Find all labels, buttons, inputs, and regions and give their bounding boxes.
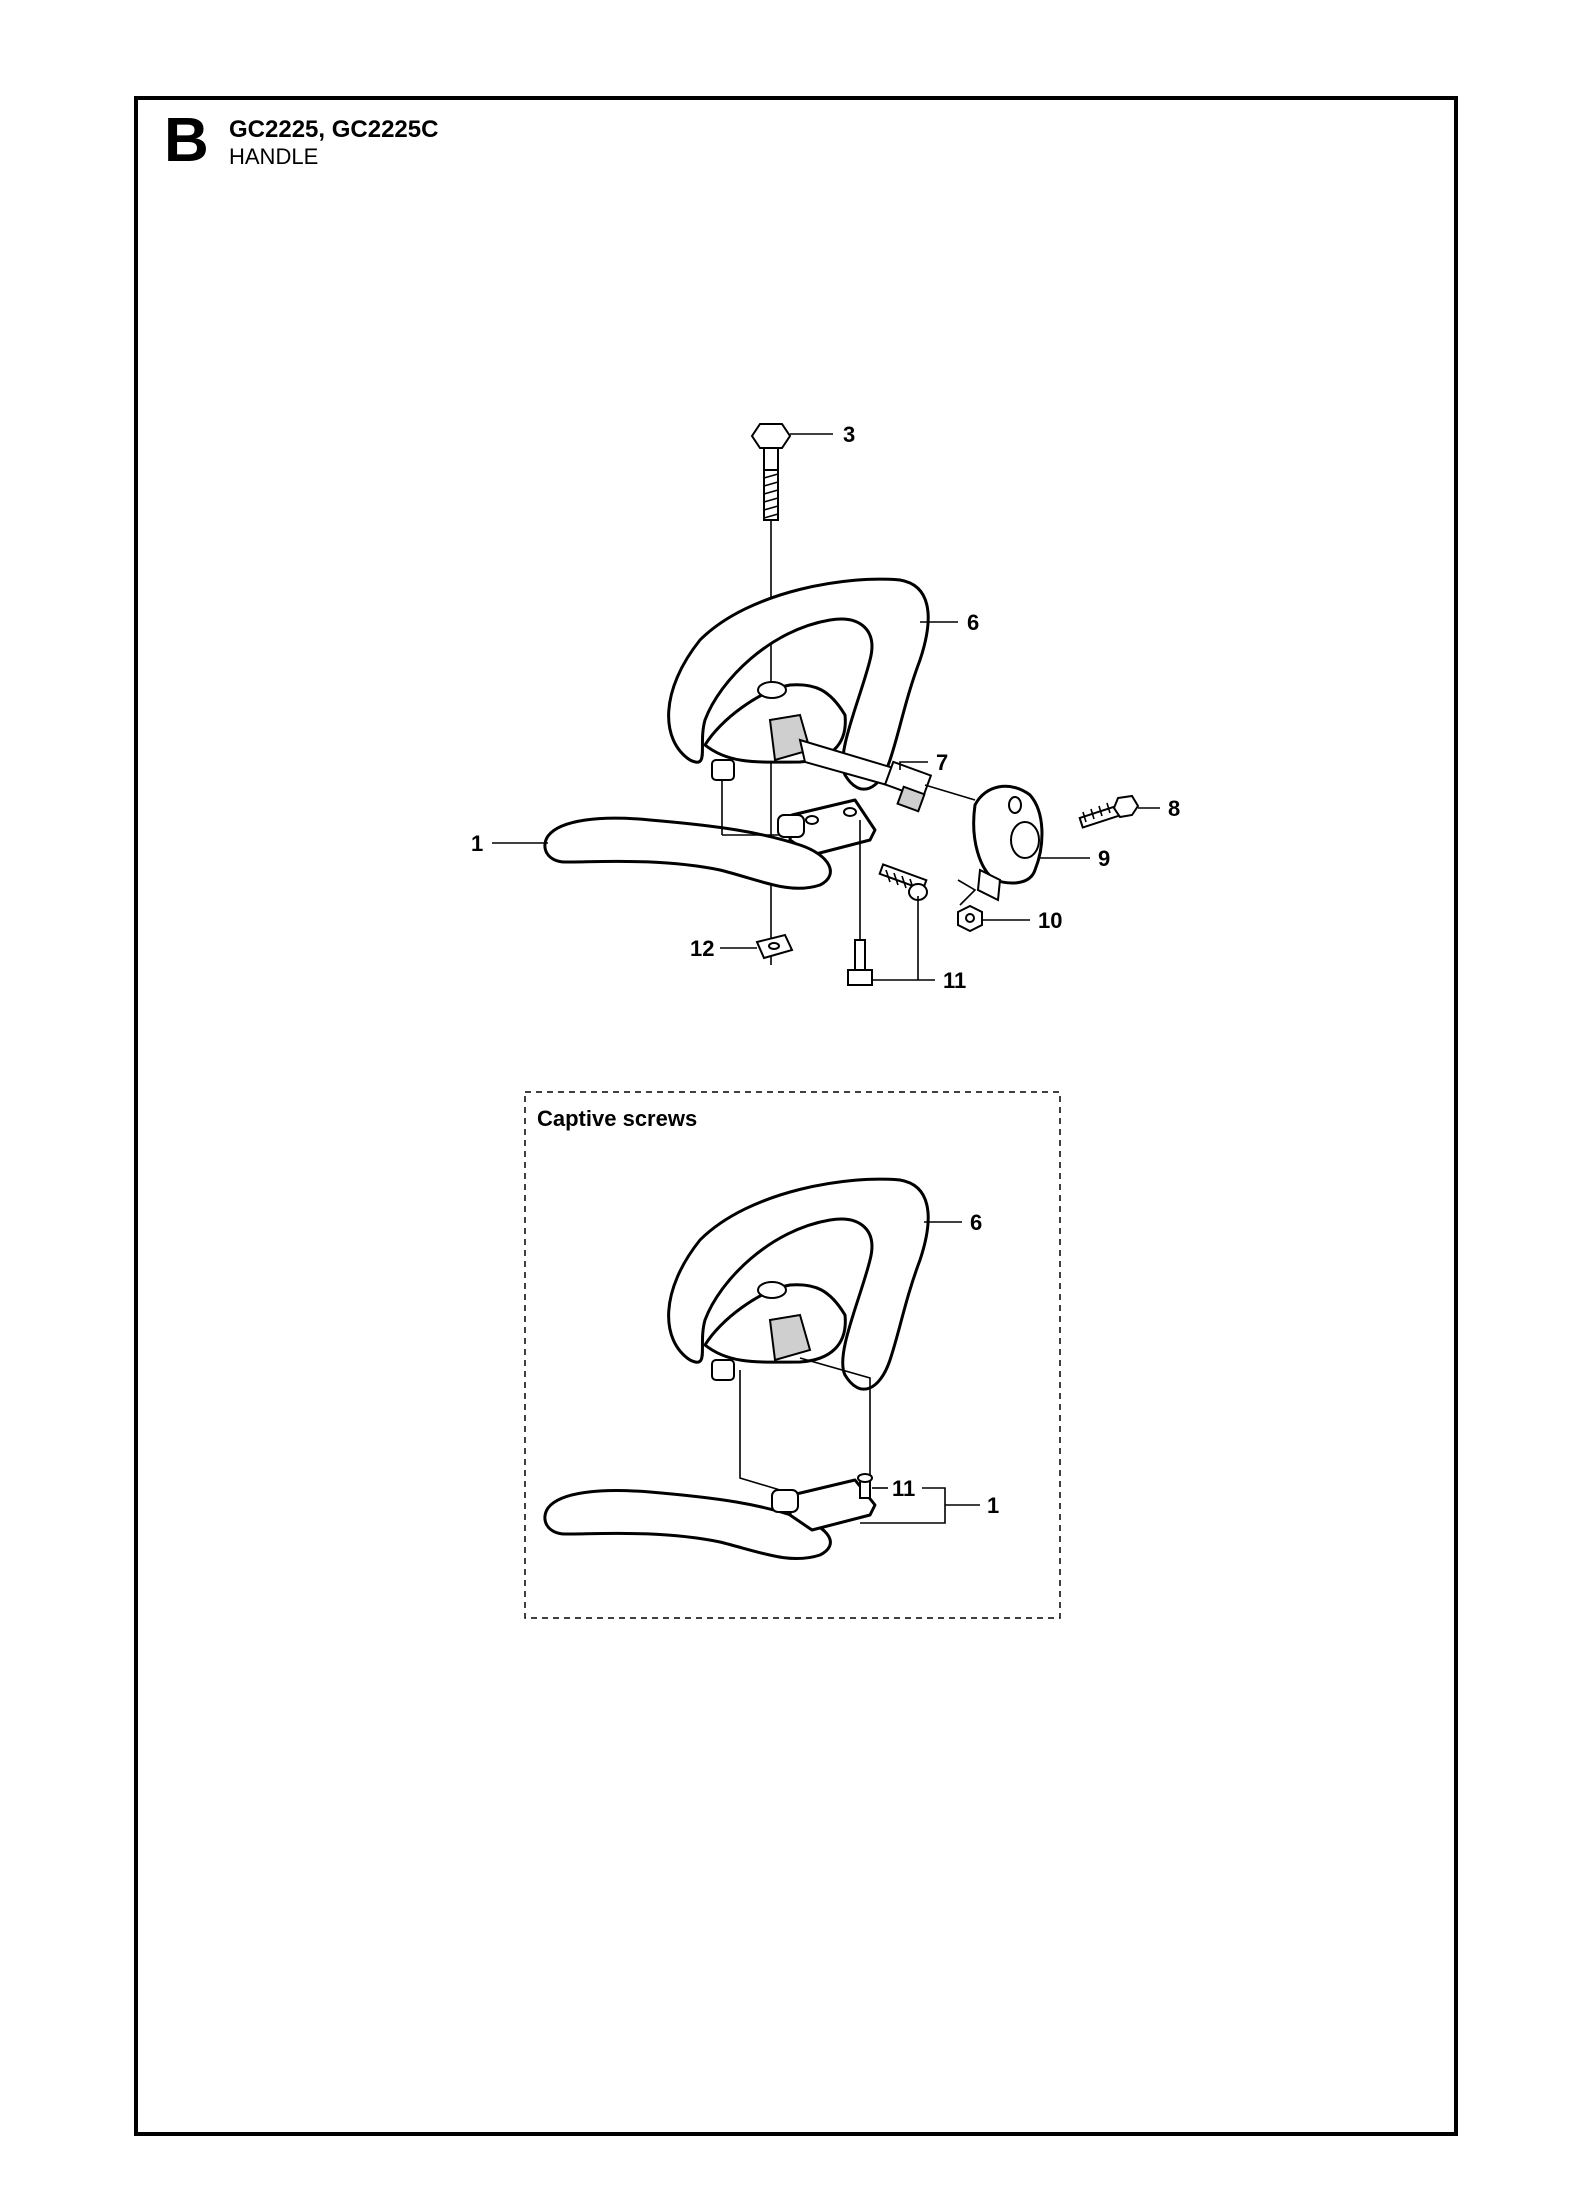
bracket-plate bbox=[777, 798, 877, 857]
callout-1: 1 bbox=[471, 831, 483, 856]
callout-10: 10 bbox=[1038, 908, 1062, 933]
loop-handle bbox=[667, 577, 930, 791]
inset-callout-6: 6 bbox=[970, 1210, 982, 1235]
short-screw-upper bbox=[878, 863, 928, 901]
inset-title: Captive screws bbox=[537, 1106, 697, 1131]
handle-clamp bbox=[924, 784, 1044, 902]
callout-7: 7 bbox=[936, 750, 948, 775]
short-screw-lower bbox=[847, 939, 873, 986]
callout-3: 3 bbox=[843, 422, 855, 447]
callout-11: 11 bbox=[943, 968, 966, 993]
callout-9: 9 bbox=[1098, 846, 1110, 871]
model-numbers: GC2225, GC2225C bbox=[229, 116, 439, 143]
inset-border bbox=[524, 1091, 1061, 1619]
clamp-nut bbox=[957, 879, 983, 933]
callout-8: 8 bbox=[1168, 796, 1180, 821]
section-title: HANDLE bbox=[229, 144, 319, 169]
clamp-screw bbox=[1078, 794, 1140, 829]
section-letter: B bbox=[164, 106, 209, 175]
captive-screws-inset: Captive screws 6 11 1 bbox=[524, 1091, 1061, 1619]
inset-callout-1: 1 bbox=[987, 1493, 999, 1518]
inset-loop-handle bbox=[667, 1177, 930, 1391]
page-frame bbox=[134, 96, 1458, 2136]
inset-lower-handle-bar bbox=[543, 1473, 877, 1561]
exploded-view: 3 6 7 8 1 9 10 12 11 bbox=[471, 422, 1180, 993]
inset-callout-11: 11 bbox=[892, 1476, 915, 1501]
callout-6: 6 bbox=[967, 610, 979, 635]
square-nut bbox=[755, 933, 794, 960]
callout-12: 12 bbox=[690, 936, 714, 961]
handle-tube bbox=[798, 738, 933, 813]
